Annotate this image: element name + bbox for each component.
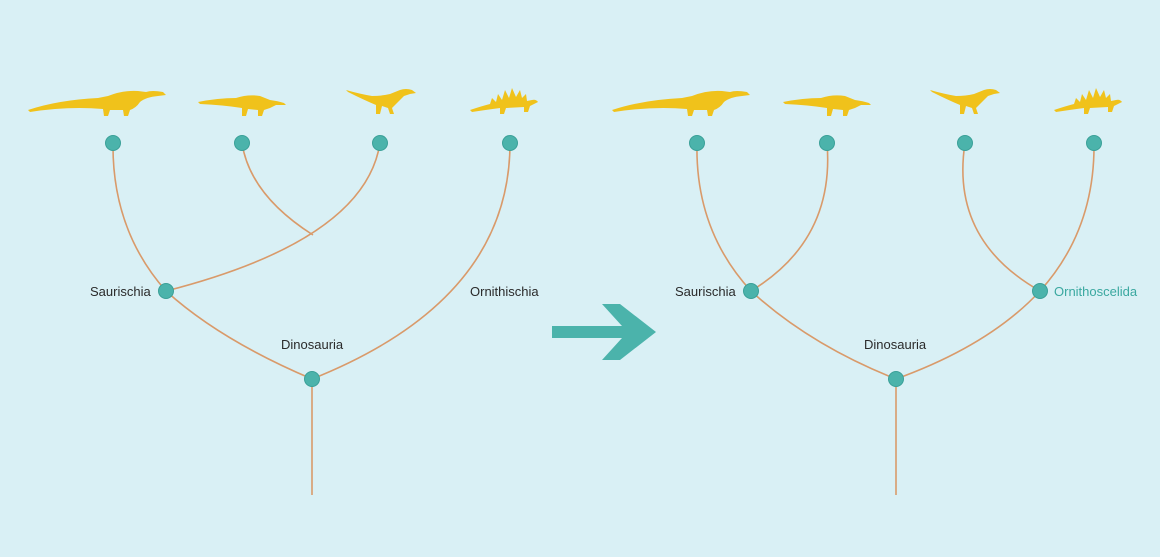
node-saurischia bbox=[743, 283, 759, 299]
right-arrow-icon bbox=[552, 304, 656, 360]
new-tree-branches bbox=[696, 142, 1095, 495]
new-tree-nodes bbox=[689, 135, 1102, 387]
theropod-silhouette-icon bbox=[198, 95, 286, 116]
node-taxon-1 bbox=[105, 135, 121, 151]
new-tree-silhouettes bbox=[612, 88, 1122, 116]
node-dinosauria bbox=[888, 371, 904, 387]
stegosaur-silhouette-icon bbox=[470, 88, 538, 114]
node-taxon-2 bbox=[234, 135, 250, 151]
branch-ornithoscelida-stegosaur bbox=[1039, 142, 1095, 292]
label-ornithoscelida: Ornithoscelida bbox=[1054, 284, 1138, 299]
branch-theropod-crossing bbox=[241, 142, 314, 236]
branch-saurischia-theropod bbox=[750, 142, 829, 292]
branch-dinosauria-ornithoscelida bbox=[895, 290, 1041, 380]
node-taxon-3 bbox=[372, 135, 388, 151]
branch-saurischia-theropod bbox=[165, 142, 381, 292]
old-tree-branches bbox=[112, 142, 511, 495]
branch-ornithoscelida-ornithopod bbox=[962, 142, 1041, 292]
branch-dinosauria-saurischia bbox=[750, 290, 897, 380]
node-taxon-1 bbox=[689, 135, 705, 151]
old-tree bbox=[28, 88, 538, 495]
branch-saurischia-sauropod bbox=[112, 142, 167, 292]
new-tree bbox=[612, 88, 1122, 495]
theropod-silhouette-icon bbox=[783, 95, 871, 116]
label-dinosauria: Dinosauria bbox=[864, 337, 927, 352]
label-ornithischia: Ornithischia bbox=[470, 284, 539, 299]
node-ornithoscelida bbox=[1032, 283, 1048, 299]
node-saurischia bbox=[158, 283, 174, 299]
node-taxon-2 bbox=[819, 135, 835, 151]
ornithopod-silhouette-icon bbox=[346, 89, 416, 114]
node-dinosauria bbox=[304, 371, 320, 387]
node-taxon-4 bbox=[502, 135, 518, 151]
branch-saurischia-sauropod bbox=[696, 142, 752, 292]
label-dinosauria: Dinosauria bbox=[281, 337, 344, 352]
branch-dinosauria-saurischia bbox=[165, 290, 313, 380]
label-saurischia: Saurischia bbox=[675, 284, 736, 299]
branch-dinosauria-ornithischia bbox=[311, 142, 511, 380]
old-tree-nodes bbox=[105, 135, 518, 387]
old-tree-silhouettes bbox=[28, 88, 538, 116]
sauropod-silhouette-icon bbox=[28, 90, 166, 116]
node-taxon-3 bbox=[957, 135, 973, 151]
sauropod-silhouette-icon bbox=[612, 90, 750, 116]
label-saurischia: Saurischia bbox=[90, 284, 151, 299]
node-taxon-4 bbox=[1086, 135, 1102, 151]
stegosaur-silhouette-icon bbox=[1054, 88, 1122, 114]
ornithopod-silhouette-icon bbox=[930, 89, 1000, 114]
